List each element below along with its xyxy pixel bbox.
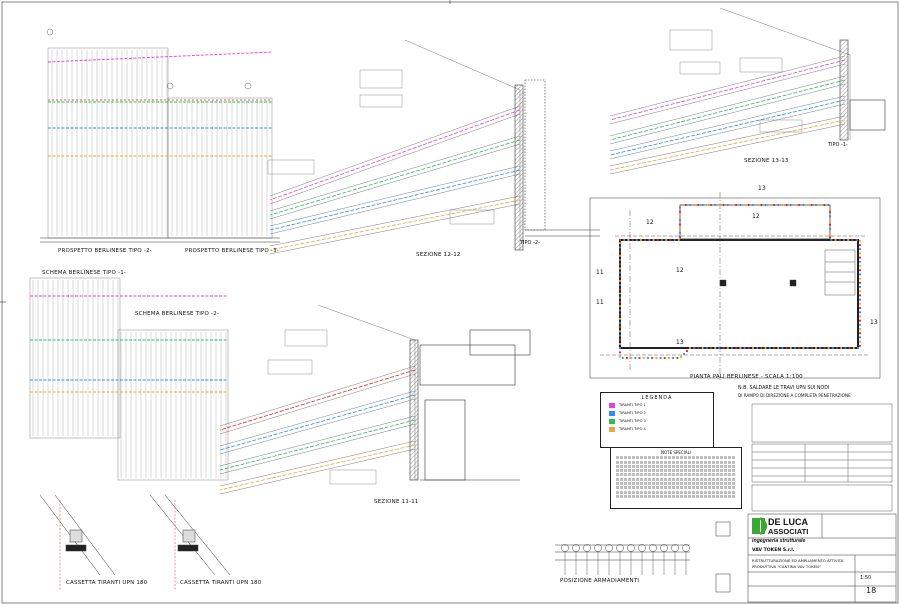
legend-swatch: [609, 426, 615, 432]
client-name: VAV TOKEN S.r.l.: [752, 548, 795, 553]
firm-name-1: DE LUCA: [768, 517, 808, 527]
scale-value: 1:50: [860, 575, 872, 581]
pianta-pali: [589, 192, 881, 380]
notes-box: NOTE SPECIALI: [610, 447, 742, 509]
title-prospetto-3: PROSPETTO BERLINESE TIPO -3-: [185, 248, 279, 254]
section-mark: 13: [870, 319, 878, 326]
sezione-13-13: [609, 7, 886, 175]
prospetto-berlinese: [40, 28, 280, 243]
firm-subtitle: ingegneria strutturale: [752, 538, 806, 544]
notes-title: NOTE SPECIALI: [661, 450, 691, 455]
nb-title: N.B. SALDARE LE TRAVI UPN SUI NODI: [738, 386, 830, 391]
title-sezione-13: SEZIONE 13-13: [744, 158, 789, 164]
project-title-2: PRODUTTIVA "CANTINA VAV TOKEN": [752, 564, 821, 569]
title-sezione-11: SEZIONE 11-11: [374, 499, 419, 505]
detail-boxes: [715, 521, 731, 593]
spec-tables: [751, 403, 893, 512]
title-posizione: POSIZIONE ARMADIAMENTI: [560, 578, 640, 584]
legend-swatch: [609, 402, 615, 408]
legend: LEGENDA TIRANTI TIPO 1 TIRANTI TIPO 2 TI…: [600, 392, 714, 448]
posizione-armadiamenti: [555, 544, 690, 575]
legend-text: TIRANTI TIPO 3: [619, 419, 646, 423]
legend-text: TIRANTI TIPO 1: [619, 403, 646, 407]
legend-item: TIRANTI TIPO 1: [609, 401, 713, 409]
title-pianta: PIANTA PALI BERLINESE - SCALA 1:100: [690, 374, 803, 380]
legend-text: TIRANTI TIPO 2: [619, 411, 646, 415]
schema-berlinese: [29, 277, 229, 481]
legend-swatch: [609, 410, 615, 416]
title-prospetto-2: PROSPETTO BERLINESE TIPO -2-: [58, 248, 152, 254]
title-schema-1: SCHEMA BERLINESE TIPO -1-: [42, 270, 127, 276]
legend-item: TIRANTI TIPO 4: [609, 425, 713, 433]
label-tipo-1: TIPO -1-: [828, 142, 848, 148]
project-title: RISTRUTTURAZIONE ED AMPLIAMENTO ATTIVITA…: [752, 558, 845, 563]
section-mark: 13: [676, 339, 684, 346]
legend-title: LEGENDA: [641, 395, 673, 401]
legend-item: TIRANTI TIPO 3: [609, 417, 713, 425]
cassetta-details: [39, 494, 231, 590]
section-mark: 11: [596, 269, 604, 276]
title-schema-2: SCHEMA BERLINESE TIPO -2-: [135, 311, 220, 317]
section-mark: 12: [646, 219, 654, 226]
section-mark: 12: [676, 267, 684, 274]
firm-name-2: ASSOCIATI: [768, 527, 809, 536]
sezione-12-12: [267, 39, 600, 255]
title-cassetta-1: CASSETTA TIRANTI UPN 180: [66, 580, 148, 586]
section-mark: 11: [596, 299, 604, 306]
legend-item: TIRANTI TIPO 2: [609, 409, 713, 417]
section-mark: 12: [752, 213, 760, 220]
sheet-number: 18: [866, 586, 877, 595]
legend-text: TIRANTI TIPO 4: [619, 427, 646, 431]
legend-swatch: [609, 418, 615, 424]
logo-mark: [752, 516, 768, 536]
section-mark: 13: [758, 185, 766, 192]
sezione-11-11: [219, 304, 531, 495]
nb-subtitle: DI RAMPO DI DIREZIONE A COMPLETA PENETRA…: [738, 393, 851, 398]
label-tipo-2: TIPO -2-: [520, 240, 540, 246]
title-block-frame: [747, 513, 897, 603]
title-cassetta-2: CASSETTA TIRANTI UPN 180: [180, 580, 262, 586]
title-sezione-12: SEZIONE 12-12: [416, 252, 461, 258]
